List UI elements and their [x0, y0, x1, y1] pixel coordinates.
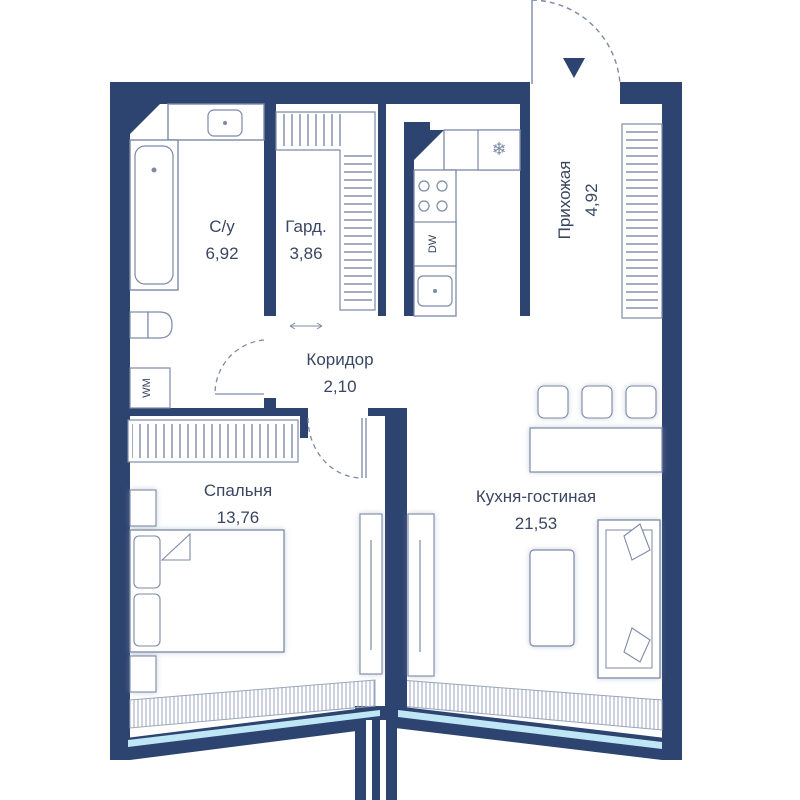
svg-text:❄: ❄ — [491, 139, 506, 160]
hallway-area: 4,92 — [582, 183, 601, 216]
windows — [128, 710, 662, 800]
bathroom-area: 6,92 — [205, 244, 238, 263]
corridor-name: Коридор — [306, 350, 373, 369]
dishwasher-label: DW — [427, 234, 439, 253]
exterior-walls — [110, 82, 682, 800]
wardrobe-area: 3,86 — [289, 244, 322, 263]
watermark-text: Домклик — [62, 758, 140, 776]
living-furniture — [407, 385, 663, 679]
bathroom-name: С/у — [209, 217, 235, 236]
wardrobe-shelves — [275, 111, 376, 330]
corridor-area: 2,10 — [323, 377, 356, 396]
living-area: 21,53 — [515, 514, 558, 533]
living-name: Кухня-гостиная — [476, 487, 596, 506]
kitchen-fixtures: ❄ — [413, 129, 521, 317]
bedroom-area: 13,76 — [217, 508, 260, 527]
bedroom-furniture — [129, 489, 383, 693]
hallway-name: Прихожая — [555, 161, 574, 240]
wardrobe-name: Гард. — [285, 217, 326, 236]
bathroom-fixtures — [129, 103, 265, 409]
room-labels: С/у 6,92 Гард. 3,86 Прихожая 4,92 Коридо… — [204, 161, 601, 533]
washer-label: WM — [141, 378, 153, 398]
interior-walls — [130, 104, 530, 708]
doors — [214, 339, 367, 479]
bedroom-wardrobe — [127, 419, 299, 463]
hallway-wardrobe — [621, 123, 663, 319]
entrance-door — [531, 0, 621, 85]
watermark: Домклик — [32, 755, 140, 779]
bedroom-name: Спальня — [204, 481, 272, 500]
